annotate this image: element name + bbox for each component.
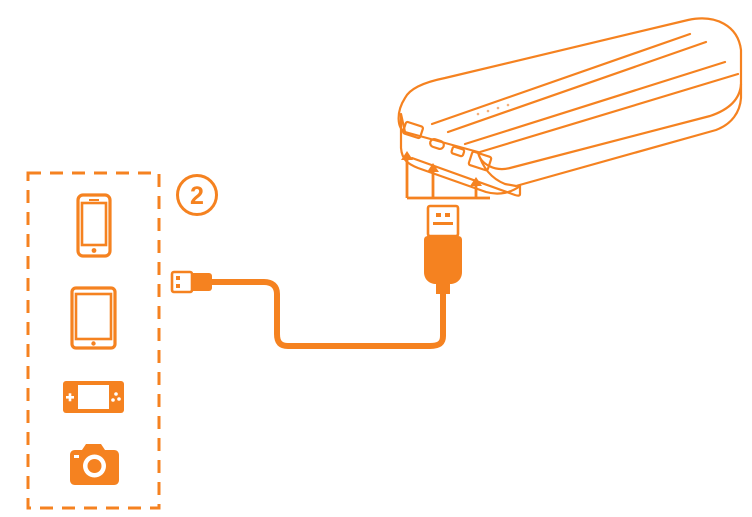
indicator-leds — [476, 103, 510, 116]
camera-icon — [70, 444, 119, 485]
usb-c-port — [429, 137, 445, 151]
step-number-badge: 2 — [176, 174, 218, 216]
arrow-heads — [401, 151, 482, 186]
micro-usb-connector-icon — [170, 270, 212, 294]
port-arrows-icon — [405, 158, 490, 200]
tablet-icon — [70, 286, 117, 350]
usb-cable-icon — [170, 204, 462, 349]
handheld-game-console-icon — [63, 381, 124, 413]
micro-usb-port — [450, 145, 466, 158]
usb-a-port-2 — [467, 150, 493, 172]
step-number: 2 — [190, 182, 204, 210]
usb-a-port — [402, 120, 424, 140]
device-group-frame — [26, 171, 161, 510]
usb-a-connector-icon — [424, 204, 462, 294]
smartphone-icon — [76, 193, 112, 258]
power-bank-icon — [397, 17, 743, 197]
